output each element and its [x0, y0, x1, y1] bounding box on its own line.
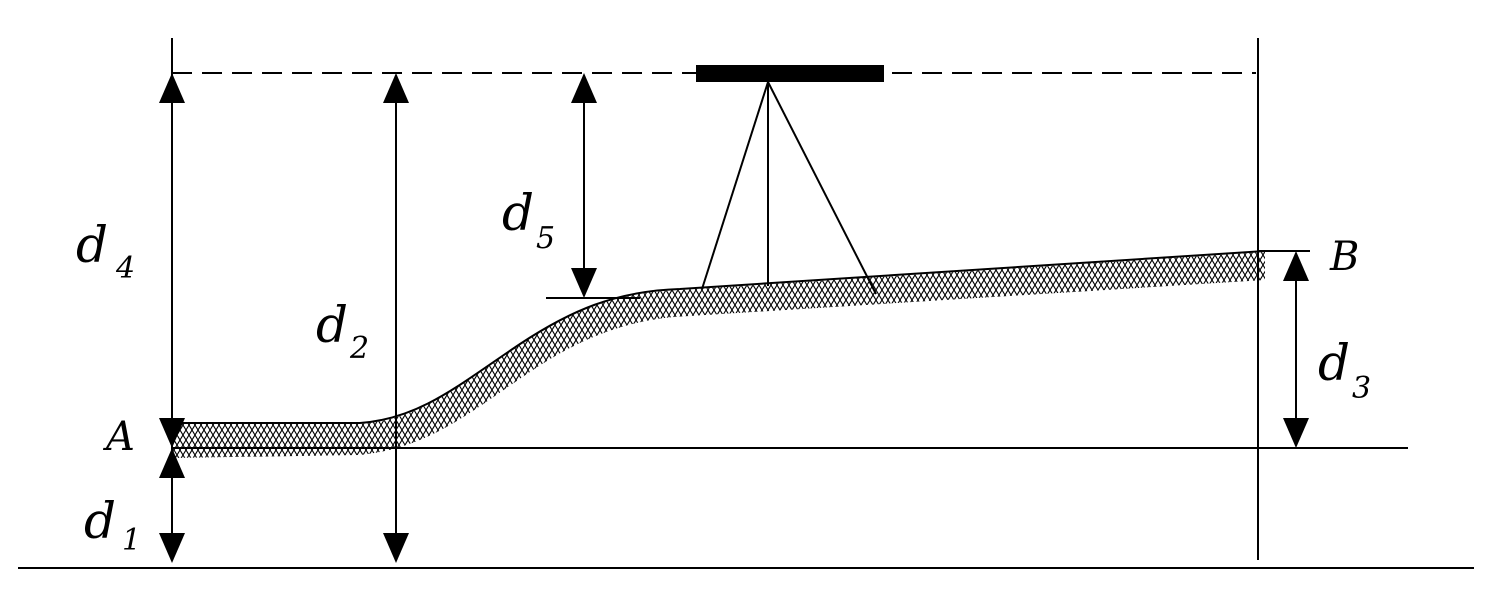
tripod-leg-right — [767, 81, 877, 295]
d2-arrow-top — [383, 73, 409, 103]
d5-arrow-top — [571, 73, 597, 103]
point-B-label: B — [1329, 234, 1359, 280]
point-A-label: A — [102, 414, 135, 460]
d3-arrow-bottom — [1283, 418, 1309, 448]
d4-arrow-bottom — [159, 418, 185, 448]
d4-label-sub: 4 — [115, 251, 135, 286]
d4-arrow-top — [159, 73, 185, 103]
d1-label-main: d — [84, 492, 116, 550]
d5-arrow-bottom — [571, 268, 597, 298]
d5-label: d5 — [502, 184, 555, 256]
level-instrument — [696, 65, 884, 82]
d3-arrow-top — [1283, 251, 1309, 281]
d3-label-sub: 3 — [1352, 371, 1371, 406]
d5-label-sub: 5 — [536, 221, 555, 256]
tripod-leg-left — [701, 81, 769, 290]
ground-surface — [172, 250, 1266, 424]
d5-label-main: d — [502, 184, 534, 242]
d3-label-main: d — [1318, 334, 1350, 392]
d1-arrow-top — [159, 448, 185, 478]
d2-arrow-bottom — [383, 533, 409, 563]
d2-label: d2 — [316, 296, 369, 366]
soil-layer — [172, 252, 1265, 458]
d4-label-main: d — [76, 216, 108, 274]
d1-label-sub: 1 — [122, 523, 141, 558]
d2-label-sub: 2 — [349, 331, 369, 366]
d3-label: d3 — [1318, 334, 1371, 406]
d2-label-main: d — [316, 296, 348, 354]
d1-arrow-bottom — [159, 533, 185, 563]
